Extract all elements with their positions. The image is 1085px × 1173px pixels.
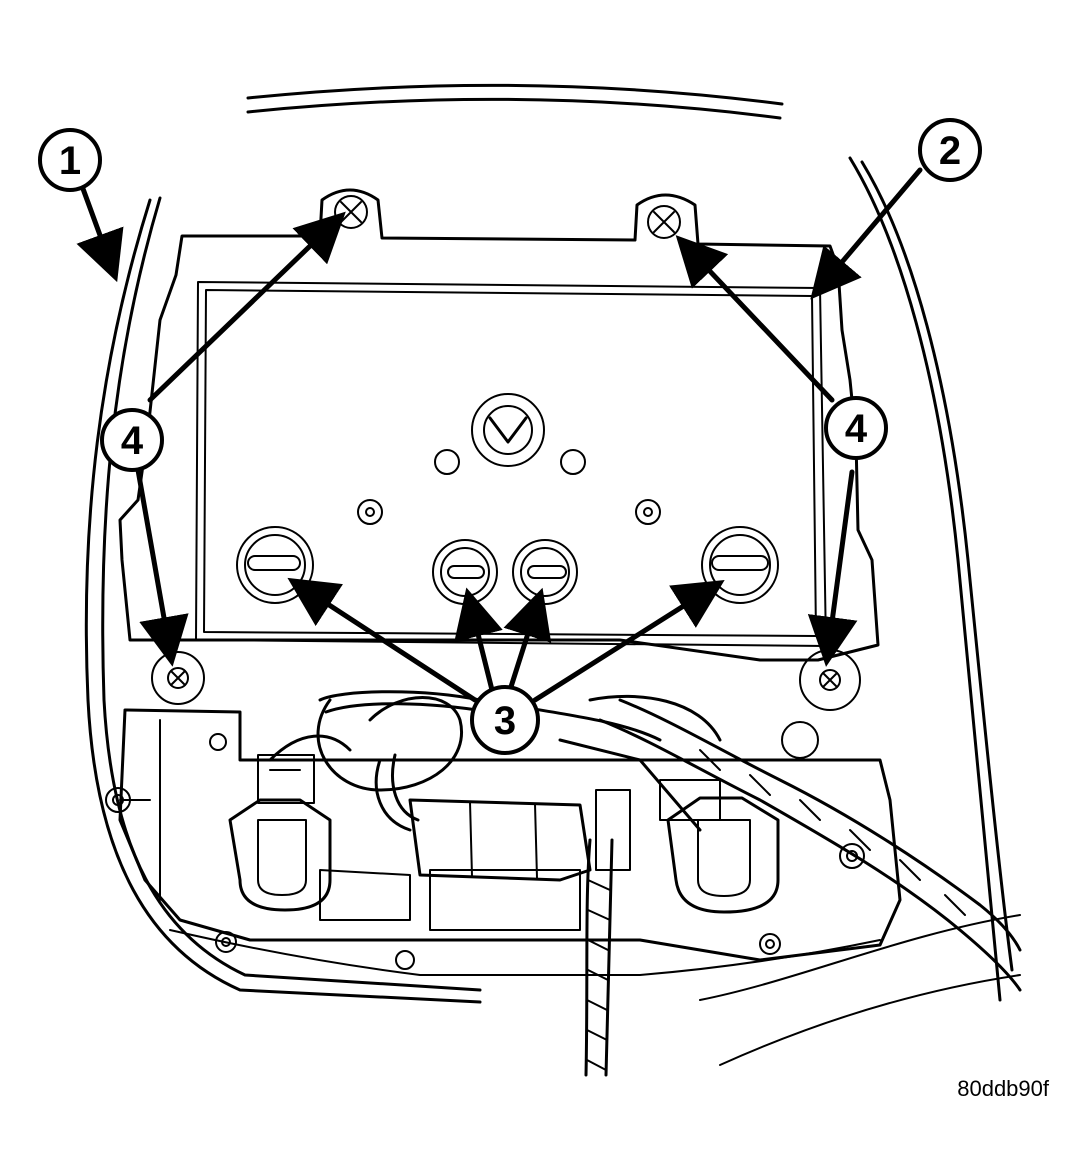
callout-1-label: 1 [59, 139, 81, 183]
callout-2: 2 [918, 118, 982, 182]
callout-3-label: 3 [494, 699, 516, 743]
wiring-connector-block [319, 789, 631, 931]
callout-4-left: 4 [100, 408, 164, 472]
callout-2-label: 2 [939, 129, 961, 173]
figure-id: 80ddb90f [957, 1076, 1049, 1101]
arrow-4-left-bottom [135, 467, 189, 667]
left-lamp-housing [228, 754, 332, 912]
console-center-details [357, 393, 661, 525]
arrow-3-to-center-left-lamp [454, 587, 503, 693]
callout-4-right-label: 4 [845, 407, 868, 451]
arrow-callout-1 [76, 183, 124, 283]
leader-arrows [76, 167, 923, 703]
wiring-harness [268, 690, 1022, 1077]
headliner-outline [84, 83, 1021, 1066]
callout-1: 1 [38, 128, 102, 192]
lamp-sockets [236, 526, 779, 605]
arrow-3-to-right-lamp [532, 579, 725, 703]
console-bezel [118, 188, 880, 662]
arrow-4-right-bottom [807, 469, 858, 667]
arrow-3-to-left-lamp [287, 577, 478, 703]
roof-housing [105, 708, 902, 976]
arrow-4-right-top [675, 235, 835, 403]
callout-3: 3 [470, 685, 540, 755]
arrow-callout-2 [810, 167, 923, 300]
arrow-4-left-top [147, 211, 346, 403]
arrow-3-to-center-right-lamp [503, 587, 552, 693]
callout-4-left-label: 4 [121, 419, 144, 463]
callout-4-right: 4 [824, 396, 888, 460]
